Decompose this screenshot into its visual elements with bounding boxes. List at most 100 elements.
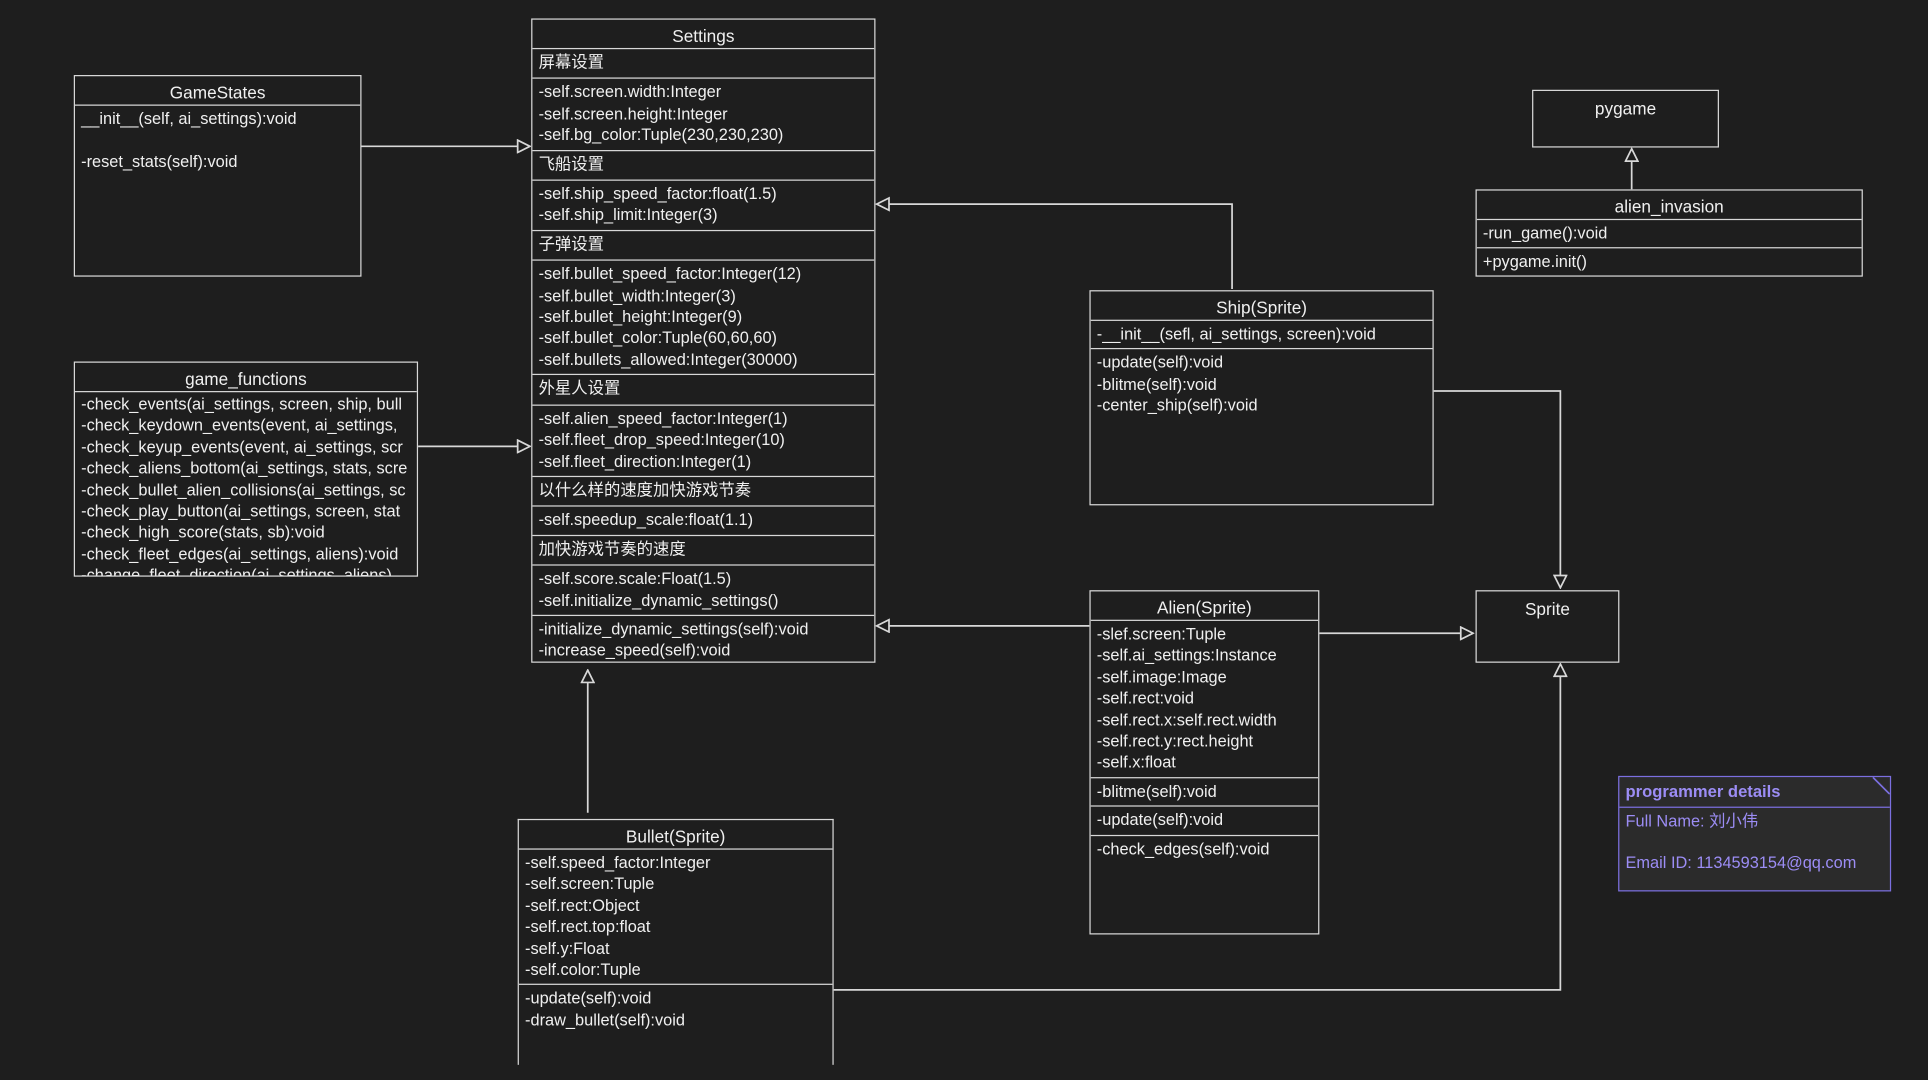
member-line: -self.screen.height:Integer <box>538 104 728 123</box>
ship-to-settings-arrow <box>877 204 1233 289</box>
section-header: 子弹设置 <box>532 231 875 261</box>
section-header: 飞船设置 <box>532 151 875 181</box>
note-spacer <box>1619 831 1890 852</box>
member-section: -initialize_dynamic_settings(self):void -… <box>532 616 874 662</box>
member-line: -run_game():void <box>1482 223 1608 243</box>
ship-class[interactable]: Ship(Sprite) -__init__(sefl, ai_settings… <box>1089 290 1434 506</box>
member-section: -check_edges(self):void <box>1091 836 1318 864</box>
game-functions-class-title: game_functions <box>75 363 417 393</box>
member-line: -self.bg_color:Tuple(230,230,230) <box>538 125 784 145</box>
bullet-class-sections: -self.speed_factor:Integer -self.screen:T… <box>518 850 833 1035</box>
member-section: -self.screen.width:Integer -self.screen.h… <box>532 79 875 151</box>
member-section: -self.score.scale:Float(1.5) -self.initia… <box>532 566 875 616</box>
member-line: -self.fleet_drop_speed:Integer(10) <box>538 430 785 449</box>
member-line: -self.rect:void <box>1096 688 1195 708</box>
section-header: 屏幕设置 <box>532 49 875 80</box>
member-section: -blitme(self):void <box>1090 778 1319 807</box>
section-header-text: 屏幕设置 <box>538 52 604 72</box>
game-functions-method: -check_keyup_events(event, ai_settings, … <box>81 437 403 456</box>
game-functions-method: -change_fleet_direction(ai_settings, ali… <box>81 565 392 577</box>
member-line: -self.ship_speed_factor:float(1.5) <box>538 184 777 203</box>
member-line: -self.screen.width:Integer <box>538 82 722 102</box>
member-section: -self.alien_speed_factor:Integer(1)-self… <box>532 405 875 477</box>
member-line: -blitme(self):void <box>1096 781 1217 801</box>
sprite-class-title: Sprite <box>1524 598 1570 619</box>
game-functions-method: -check_keydown_events(event, ai_settings… <box>81 416 398 435</box>
member-line: -increase_speed(self):void <box>538 641 731 660</box>
member-line: -update(self):void <box>525 989 652 1008</box>
member-line: -self.rect:Object <box>525 896 640 915</box>
settings-class-title: Settings <box>532 20 875 50</box>
member-line: -self.bullet_height:Integer(9) <box>538 307 743 326</box>
game-functions-method: -check_fleet_edges(ai_settings, aliens):… <box>81 544 399 563</box>
pygame-class[interactable]: pygame <box>1532 89 1719 148</box>
member-line: -self.score.scale:Float(1.5) <box>538 569 732 588</box>
section-header: 以什么样的速度加快游戏节奏 <box>532 477 875 507</box>
gamestates-class[interactable]: GameStates __init__(self, ai_settings):v… <box>73 75 362 277</box>
alien-invasion-class-title: alien_invasion <box>1476 191 1862 221</box>
member-section: -update(self):void -blitme(self):void -cen… <box>1091 350 1433 420</box>
member-section: -self.bullet_speed_factor:Integer(12) -se… <box>532 261 875 376</box>
member-line: -blitme(self):void <box>1096 374 1217 394</box>
note-fold-icon <box>1872 777 1890 795</box>
game-functions-class[interactable]: game_functions -check_events(ai_settings… <box>73 361 419 577</box>
member-section: -self.speed_factor:Integer -self.screen:T… <box>518 850 833 986</box>
member-section: -self.speedup_scale:float(1.1) <box>532 507 875 536</box>
member-line: -self.bullet_speed_factor:Integer(12) <box>538 264 802 284</box>
bullet-class[interactable]: Bullet(Sprite) -self.speed_factor:Intege… <box>517 818 834 1065</box>
member-line: -self.fleet_direction:Integer(1) <box>538 451 752 471</box>
gamestates-spacer <box>81 130 354 151</box>
section-header: 外星人设置 <box>532 375 875 406</box>
member-line: -draw_bullet(self):void <box>525 1010 685 1029</box>
member-line: -self.rect.y:rect.height <box>1096 731 1254 751</box>
alien-class[interactable]: Alien(Sprite) -slef.screen:Tuple -self.ai… <box>1089 590 1320 935</box>
section-header-text: 以什么样的速度加快游戏节奏 <box>538 480 752 500</box>
bullet-class-title: Bullet(Sprite) <box>518 820 833 850</box>
note-title: programmer details <box>1619 777 1890 808</box>
settings-class-sections: 屏幕设置-self.screen.width:Integer-self.scre… <box>532 49 875 662</box>
section-header: 加快游戏节奏的速度 <box>532 536 875 566</box>
member-line: -initialize_dynamic_settings(self):void <box>538 619 809 639</box>
ship-to-sprite-arrow <box>1432 390 1560 588</box>
member-line: -update(self):void <box>1096 353 1224 372</box>
ship-class-title: Ship(Sprite) <box>1090 291 1433 321</box>
section-header-text: 加快游戏节奏的速度 <box>538 539 686 558</box>
member-line: -slef.screen:Tuple <box>1096 624 1227 644</box>
game-functions-method: -check_play_button(ai_settings, screen, … <box>81 501 401 521</box>
gamestates-method: __init__(self, ai_settings):void <box>81 109 297 128</box>
programmer-details-note[interactable]: programmer details Full Name: 刘小伟 Email … <box>1618 775 1892 892</box>
alien-class-sections: -slef.screen:Tuple -self.ai_settings:Inst… <box>1090 621 1319 864</box>
section-header-text: 外星人设置 <box>538 379 621 398</box>
member-line: -self.bullets_allowed:Integer(30000) <box>538 350 798 369</box>
member-line: -self.speedup_scale:float(1.1) <box>538 510 754 530</box>
member-line: -self.image:Image <box>1096 667 1227 686</box>
member-line: -self.rect.x:self.rect.width <box>1096 710 1277 729</box>
member-section: -run_game():void <box>1476 220 1862 249</box>
section-header-text: 子弹设置 <box>538 234 604 254</box>
member-line: -self.initialize_dynamic_settings() <box>538 590 779 610</box>
member-line: -__init__(sefl, ai_settings, screen):voi… <box>1096 324 1376 344</box>
member-section: -__init__(sefl, ai_settings, screen):voi… <box>1090 321 1433 350</box>
alien-invasion-class[interactable]: alien_invasion -run_game():void+pygame.i… <box>1475 189 1863 277</box>
note-email: Email ID: 1134593154@qq.com <box>1625 853 1857 872</box>
member-section: -update(self):void <box>1090 807 1319 836</box>
member-line: -check_edges(self):void <box>1096 839 1270 858</box>
bullet-to-sprite-arrow <box>832 664 1560 991</box>
member-line: -self.speed_factor:Integer <box>525 853 711 872</box>
ship-class-sections: -__init__(sefl, ai_settings, screen):voi… <box>1090 321 1433 420</box>
member-line: -center_ship(self):void <box>1096 396 1258 415</box>
gamestates-class-title: GameStates <box>75 76 361 106</box>
note-full-name: Full Name: 刘小伟 <box>1625 811 1759 830</box>
section-header-text: 飞船设置 <box>538 154 604 173</box>
member-line: -self.bullet_width:Integer(3) <box>538 286 736 305</box>
member-line: -self.screen:Tuple <box>525 874 655 894</box>
member-line: -update(self):void <box>1096 810 1224 830</box>
member-line: -self.color:Tuple <box>525 960 641 979</box>
member-line: -self.bullet_color:Tuple(60,60,60) <box>538 328 777 348</box>
member-line: -self.ai_settings:Instance <box>1096 646 1277 665</box>
member-line: -self.x:float <box>1096 753 1176 772</box>
sprite-class[interactable]: Sprite <box>1475 590 1620 663</box>
settings-class[interactable]: Settings 屏幕设置-self.screen.width:Integer-… <box>531 18 876 663</box>
alien-class-title: Alien(Sprite) <box>1090 591 1319 621</box>
